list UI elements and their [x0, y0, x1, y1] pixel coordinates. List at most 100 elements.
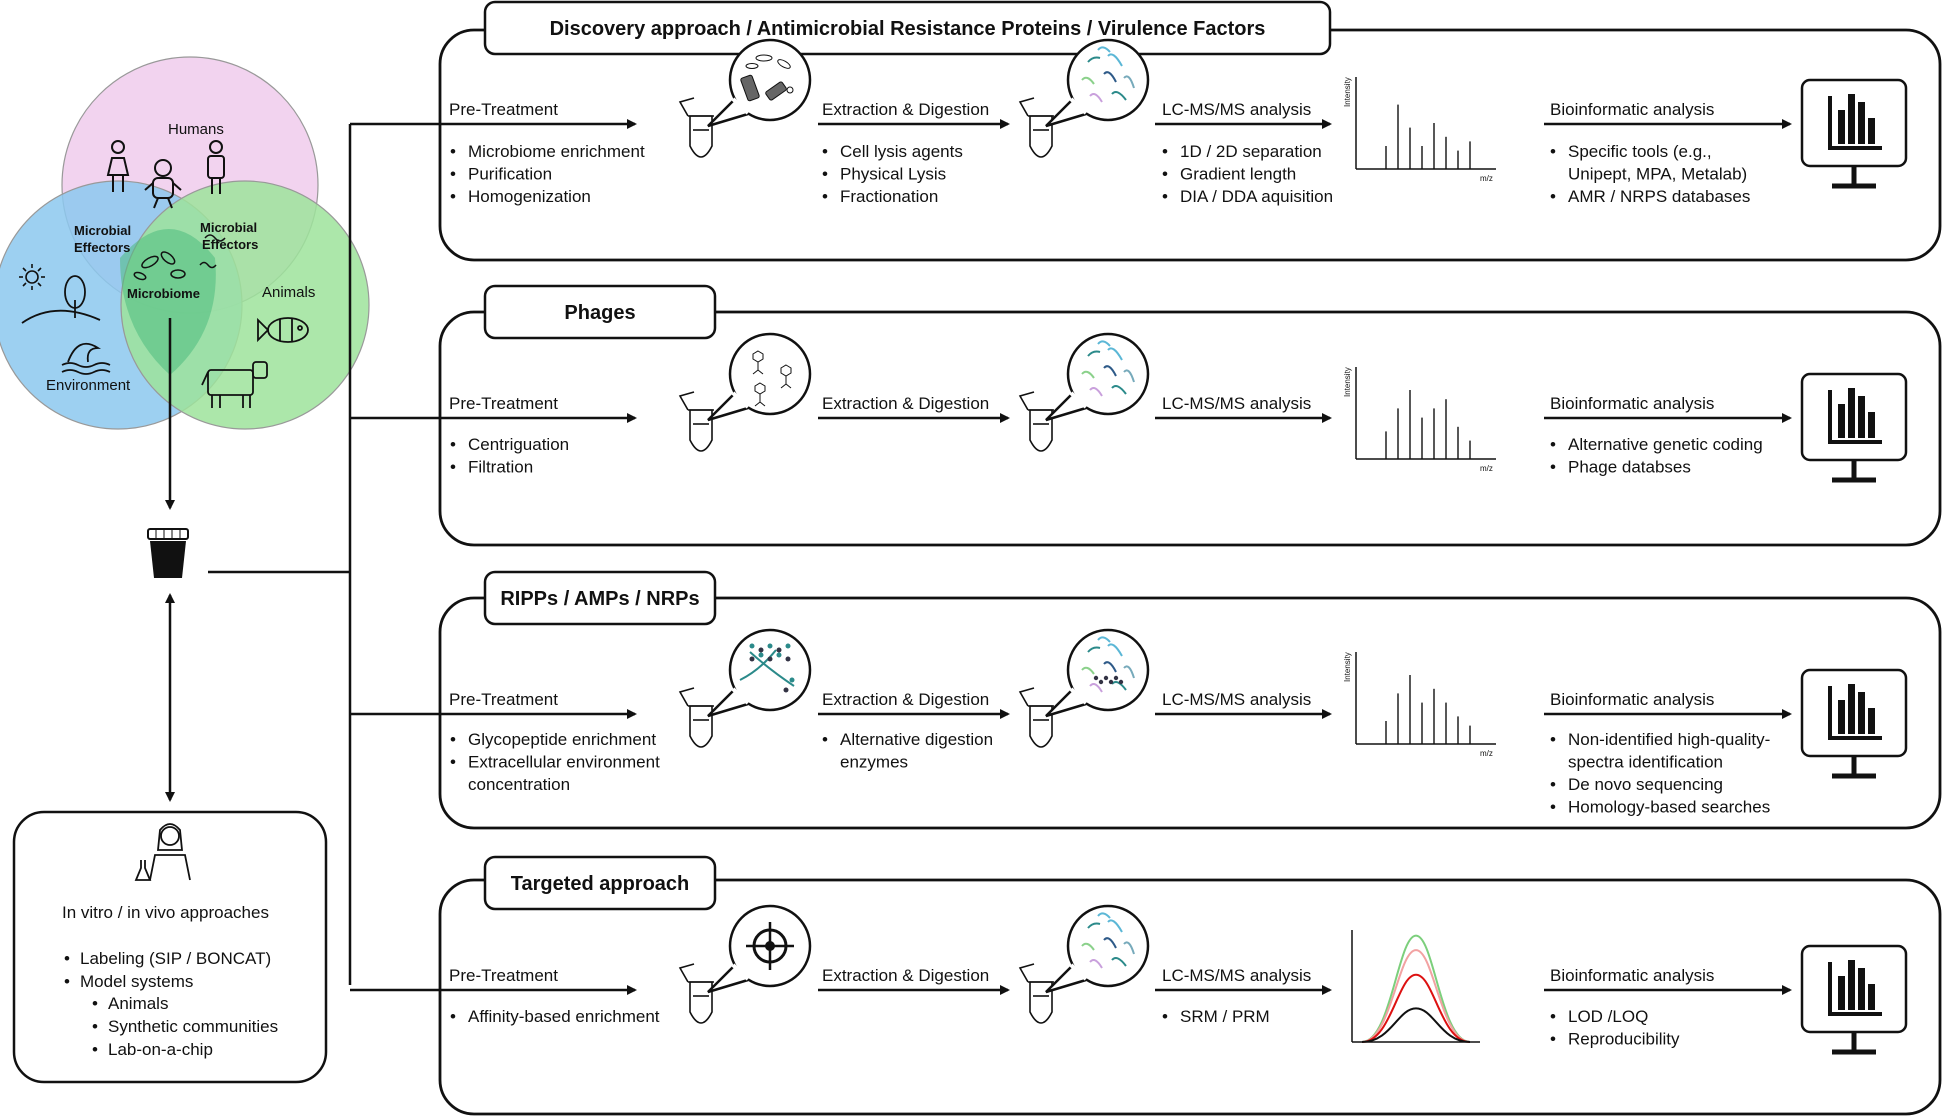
svg-text:•: •: [450, 730, 456, 749]
extraction-label: Extraction & Digestion: [822, 100, 989, 119]
chromatogram-icon: [1351, 930, 1480, 1043]
pretreatment-item: Centriguation: [468, 435, 569, 454]
panel-title: Phages: [564, 302, 635, 324]
panel-title: Targeted approach: [511, 873, 690, 895]
bioinformatic-item: Unipept, MPA, Metalab): [1568, 165, 1747, 184]
svg-text:•: •: [1550, 1030, 1556, 1049]
pretreatment-item: concentration: [468, 775, 570, 794]
svg-text:•: •: [1550, 730, 1556, 749]
extraction-label: Extraction & Digestion: [822, 394, 989, 413]
tube-icon: [678, 391, 714, 452]
svg-text:•: •: [450, 753, 456, 772]
svg-text:•: •: [1550, 458, 1556, 477]
glycan-bubble-icon: [707, 628, 812, 718]
chromatogram-peak: [1361, 973, 1471, 1043]
bioinformatic-item: Reproducibility: [1568, 1030, 1680, 1049]
svg-text:•: •: [450, 458, 456, 477]
bioinformatic-item: Homology-based searches: [1568, 798, 1770, 817]
svg-text:•: •: [1550, 142, 1556, 161]
svg-text:•: •: [1550, 435, 1556, 454]
venn-diagram: Humans Animals Environment Microbial Eff…: [0, 56, 370, 430]
svg-text:•: •: [822, 730, 828, 749]
invitro-subitem: Lab-on-a-chip: [108, 1040, 213, 1059]
panel-tab: [483, 284, 717, 340]
peptides-bubble-icon: [1045, 628, 1150, 718]
environment-label: Environment: [46, 377, 131, 394]
svg-text:•: •: [1550, 1007, 1556, 1026]
microbiome-label: Microbiome: [127, 286, 200, 301]
effectors-right-line1: Microbial: [200, 220, 257, 235]
extraction-label: Extraction & Digestion: [822, 690, 989, 709]
tube-icon: [1018, 391, 1054, 452]
baby-icon: [144, 159, 182, 209]
monitor-chart-icon: [1800, 78, 1908, 189]
person-icon: [106, 140, 130, 192]
svg-text:•: •: [92, 994, 98, 1013]
pretreatment-label: Pre-Treatment: [449, 966, 558, 985]
connector-tree: [208, 124, 352, 985]
wave-icon: [61, 342, 111, 375]
pretreatment-label: Pre-Treatment: [449, 394, 558, 413]
peptides-bubble-icon: [1045, 332, 1150, 422]
lcms-item: DIA / DDA aquisition: [1180, 187, 1333, 206]
invitro-box: [12, 810, 328, 1084]
tube-icon: [678, 687, 714, 748]
microbiome-overlap: [120, 229, 216, 375]
invitro-list: • Labeling (SIP / BONCAT) • Model system…: [64, 949, 278, 1059]
svg-text:•: •: [450, 142, 456, 161]
pretreatment-item: Microbiome enrichment: [468, 142, 645, 161]
effectors-left-line1: Microbial: [74, 223, 131, 238]
scientist-icon: [134, 823, 191, 881]
pretreatment-item: Affinity-based enrichment: [468, 1007, 660, 1026]
monitor-chart-icon: [1800, 944, 1908, 1055]
spectrum-x-label: m/z: [1480, 749, 1493, 758]
tube-icon: [678, 963, 714, 1024]
svg-text:•: •: [822, 142, 828, 161]
invitro-item: Labeling (SIP / BONCAT): [80, 949, 271, 968]
pretreatment-item: Filtration: [468, 458, 533, 477]
pretreatment-item: Homogenization: [468, 187, 591, 206]
svg-text:•: •: [1162, 187, 1168, 206]
tube-icon: [678, 97, 714, 158]
svg-text:•: •: [822, 187, 828, 206]
bioinformatic-label: Bioinformatic analysis: [1550, 966, 1714, 985]
lcms-label: LC-MS/MS analysis: [1162, 394, 1311, 413]
invitro-subitem: Synthetic communities: [108, 1017, 278, 1036]
effectors-right-line2: Effectors: [202, 237, 258, 252]
svg-text:•: •: [64, 949, 70, 968]
panel-tab: [483, 570, 717, 626]
svg-text:•: •: [822, 165, 828, 184]
lcms-item: Gradient length: [1180, 165, 1296, 184]
svg-text:•: •: [450, 435, 456, 454]
sample-cup-icon: [147, 528, 189, 578]
chromatogram-peak: [1361, 949, 1471, 1043]
lcms-label: LC-MS/MS analysis: [1162, 690, 1311, 709]
peptides-bubble-icon: [1045, 904, 1150, 994]
pretreatment-item: Glycopeptide enrichment: [468, 730, 656, 749]
extraction-item: Cell lysis agents: [840, 142, 963, 161]
bioinformatic-label: Bioinformatic analysis: [1550, 394, 1714, 413]
tube-icon: [1018, 687, 1054, 748]
spectrum-x-label: m/z: [1480, 464, 1493, 473]
extraction-item: Alternative digestion: [840, 730, 993, 749]
sun-icon: [19, 264, 45, 290]
pretreatment-label: Pre-Treatment: [449, 690, 558, 709]
pretreatment-item: Purification: [468, 165, 552, 184]
extraction-item: Physical Lysis: [840, 165, 946, 184]
spectrum-x-label: m/z: [1480, 174, 1493, 183]
invitro-title: In vitro / in vivo approaches: [62, 903, 269, 922]
bioinformatic-item: Alternative genetic coding: [1568, 435, 1763, 454]
panel-tab: [483, 855, 717, 911]
lcms-item: 1D / 2D separation: [1180, 142, 1322, 161]
svg-text:•: •: [1550, 798, 1556, 817]
svg-text:•: •: [92, 1017, 98, 1036]
extraction-item: enzymes: [840, 753, 908, 772]
monitor-chart-icon: [1800, 668, 1908, 779]
svg-text:•: •: [64, 972, 70, 991]
extraction-label: Extraction & Digestion: [822, 966, 989, 985]
peptides-bubble-icon: [1045, 38, 1150, 128]
tube-icon: [1018, 963, 1054, 1024]
